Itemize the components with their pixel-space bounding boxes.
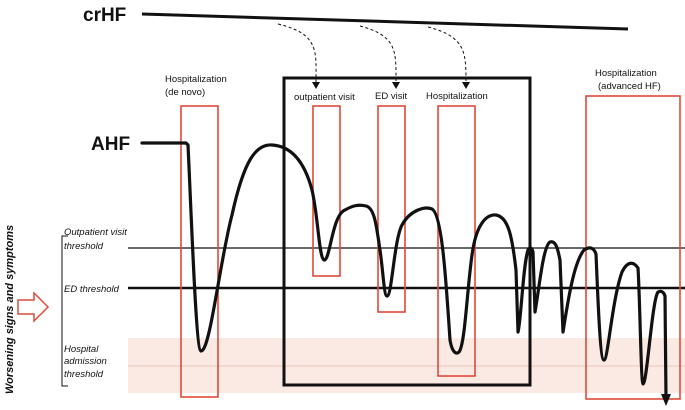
hospitalization-label: Hospitalization bbox=[426, 91, 488, 102]
dashed-arrow-outpatient bbox=[277, 23, 317, 85]
hosp-threshold-label-3: threshold bbox=[64, 369, 104, 380]
outpatient-threshold-label-2: threshold bbox=[64, 241, 104, 252]
ed-pointer-arrow bbox=[17, 291, 50, 323]
outpatient-threshold-label-1: Outpatient visit bbox=[64, 227, 127, 238]
trajectory-curve bbox=[140, 141, 668, 400]
hosp-de-novo-label-1: Hospitalization bbox=[165, 74, 227, 85]
outpatient-visit-box bbox=[312, 105, 341, 277]
y-axis-bracket bbox=[61, 235, 68, 387]
trajectory-arrowhead bbox=[661, 394, 671, 406]
ed-threshold-label: ED threshold bbox=[64, 284, 120, 295]
hospitalization-box bbox=[437, 105, 476, 377]
outpatient-visit-label: outpatient visit bbox=[294, 92, 355, 103]
ambulatory-box bbox=[282, 76, 532, 387]
ed-visit-box bbox=[377, 105, 406, 313]
hosp-de-novo-box bbox=[180, 105, 219, 398]
y-axis-label: Worsening signs and symptoms bbox=[4, 225, 16, 394]
crhf-line bbox=[141, 12, 629, 31]
arrowhead-ed bbox=[392, 82, 400, 89]
arrowhead-outpatient bbox=[312, 82, 320, 89]
hosp-threshold-label-1: Hospital bbox=[64, 344, 99, 355]
arrowhead-hosp bbox=[462, 82, 470, 89]
hosp-advanced-label-1: Hospitalization bbox=[595, 68, 657, 79]
hosp-de-novo-label-2: (de novo) bbox=[165, 87, 205, 98]
hosp-threshold-label-2: admission bbox=[64, 356, 107, 367]
hosp-advanced-label-2: (advanced HF) bbox=[598, 81, 661, 92]
dashed-arrow-ed bbox=[359, 25, 397, 85]
ed-visit-label: ED visit bbox=[375, 91, 408, 102]
ahf-label: AHF bbox=[91, 134, 130, 155]
crhf-label: crHF bbox=[83, 5, 126, 26]
dashed-arrow-hosp bbox=[427, 26, 467, 85]
